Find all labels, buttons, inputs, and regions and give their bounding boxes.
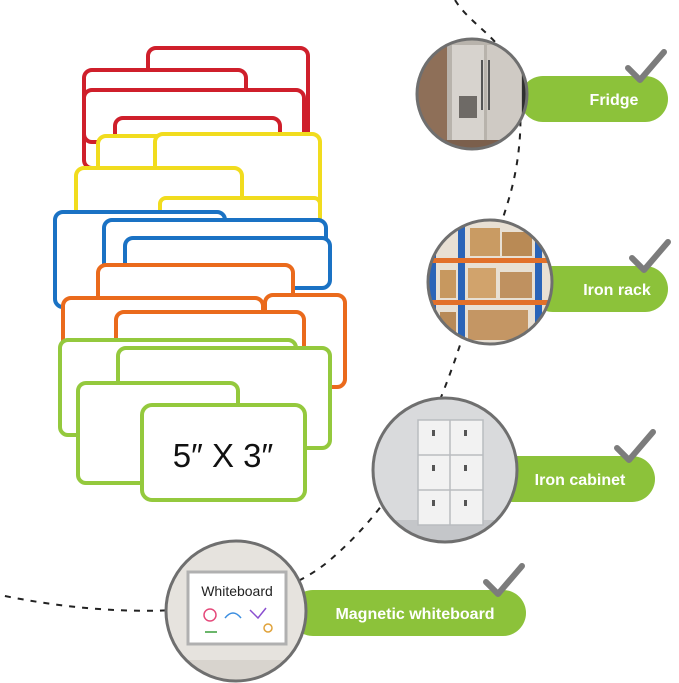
iron-rack-label: Iron rack <box>583 282 651 299</box>
iron-cabinet-pill <box>490 456 655 502</box>
size-label: 5″ X 3″ <box>173 437 274 474</box>
locker-cabinet-photo-icon <box>373 398 517 542</box>
warehouse-rack-photo-icon <box>428 220 552 344</box>
card-stack: 5″ X 3″ <box>53 46 347 502</box>
fridge-pill <box>520 76 668 122</box>
use-iron-rack: Iron rack <box>426 218 671 346</box>
fridge-label: Fridge <box>590 92 639 109</box>
iron-cabinet-label: Iron cabinet <box>535 472 626 489</box>
whiteboard-pill <box>290 590 526 636</box>
checkmark-icon <box>625 49 667 83</box>
whiteboard-board-text: Whiteboard <box>201 583 273 599</box>
use-iron-cabinet: Iron cabinet <box>371 396 656 544</box>
checkmark-icon <box>483 563 525 597</box>
use-magnetic-whiteboard: Magnetic whiteboard Whiteboard <box>164 539 526 683</box>
use-fridge: Fridge <box>415 37 668 151</box>
whiteboard-label: Magnetic whiteboard <box>335 606 494 623</box>
whiteboard-photo-icon: Whiteboard <box>166 541 306 681</box>
iron-rack-pill <box>530 266 668 312</box>
checkmark-icon <box>614 429 656 463</box>
green-card <box>140 403 307 502</box>
checkmark-icon <box>629 239 671 273</box>
